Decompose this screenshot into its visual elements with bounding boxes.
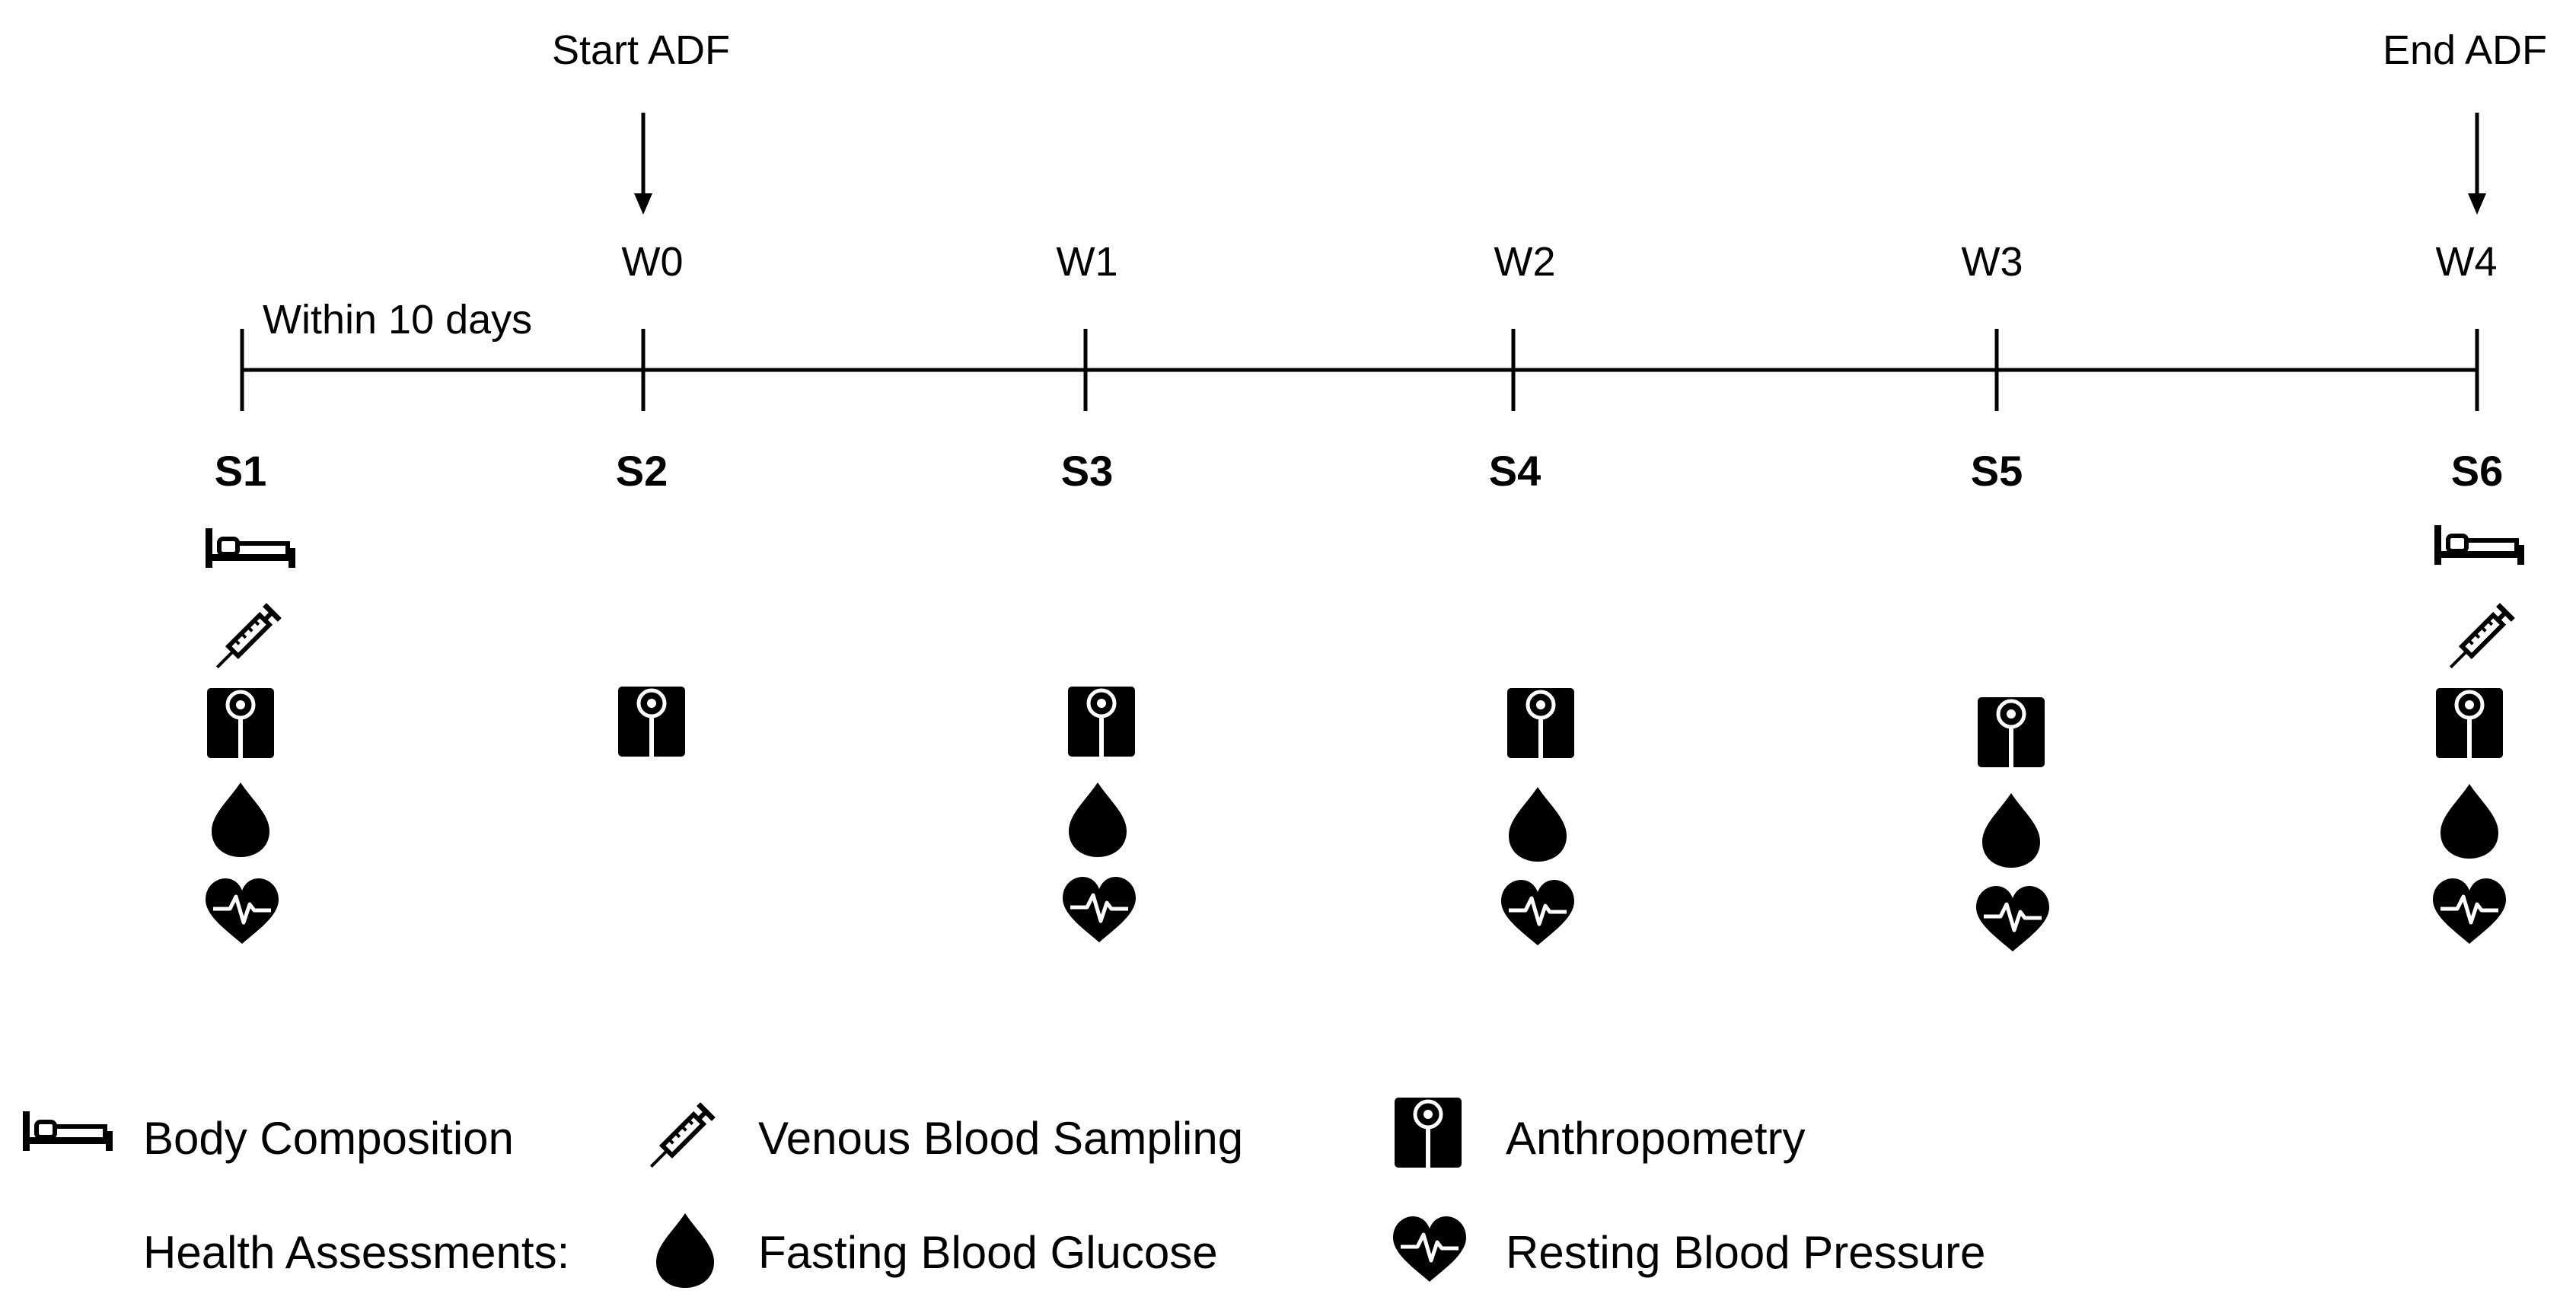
legend: Body Composition Venous Blood Sampling A… (23, 1098, 1985, 1288)
syringe-icon (2443, 605, 2513, 675)
session-label-s6: S6 (2451, 447, 2504, 495)
bed-icon (2434, 525, 2524, 565)
end-adf-label: End ADF (2383, 27, 2547, 73)
legend-fasting-blood-glucose: Fasting Blood Glucose (758, 1227, 1218, 1278)
session-label-s3: S3 (1061, 447, 1114, 495)
session-label-s5: S5 (1971, 447, 2023, 495)
heart-icon (1063, 877, 1136, 942)
start-arrow (634, 113, 652, 215)
session-label-s4: S4 (1489, 447, 1541, 495)
start-adf-label: Start ADF (552, 27, 730, 73)
within-10-days-label: Within 10 days (263, 297, 532, 343)
scale-icon (1507, 688, 1574, 758)
week-label-w1: W1 (1057, 239, 1118, 285)
legend-heart-icon (1393, 1216, 1466, 1282)
legend-anthropometry: Anthropometry (1506, 1113, 1806, 1164)
legend-scale-icon (1395, 1098, 1462, 1168)
bed-icon (206, 528, 295, 568)
scale-icon (1978, 697, 2045, 767)
week-label-w4: W4 (2436, 239, 2498, 285)
session-label-s1: S1 (215, 447, 267, 495)
heart-icon (1501, 880, 1574, 945)
heart-icon (206, 878, 279, 944)
legend-drop-icon (656, 1213, 714, 1288)
drop-icon (1982, 793, 2040, 868)
scale-icon (618, 687, 685, 757)
heart-icon (2433, 878, 2506, 944)
drop-icon (212, 782, 269, 857)
legend-bed-icon (23, 1111, 113, 1151)
end-arrow (2468, 113, 2486, 215)
week-label-w3: W3 (1962, 239, 2023, 285)
scale-icon (2436, 688, 2503, 758)
session-label-s2: S2 (616, 447, 668, 495)
drop-icon (1069, 782, 1127, 857)
legend-syringe-icon (643, 1104, 713, 1174)
drop-icon (1509, 787, 1567, 862)
legend-venous-blood-sampling: Venous Blood Sampling (758, 1113, 1243, 1164)
legend-resting-blood-pressure: Resting Blood Pressure (1506, 1227, 1985, 1278)
legend-body-composition: Body Composition (143, 1113, 514, 1164)
syringe-icon (209, 605, 279, 675)
week-label-w2: W2 (1494, 239, 1556, 285)
week-label-w0: W0 (622, 239, 684, 285)
scale-icon (1068, 687, 1135, 757)
timeline-axis (240, 329, 2479, 411)
drop-icon (2441, 784, 2498, 859)
scale-icon (207, 688, 274, 758)
heart-icon (1976, 886, 2049, 951)
legend-health-assessments: Health Assessments: (143, 1227, 569, 1278)
